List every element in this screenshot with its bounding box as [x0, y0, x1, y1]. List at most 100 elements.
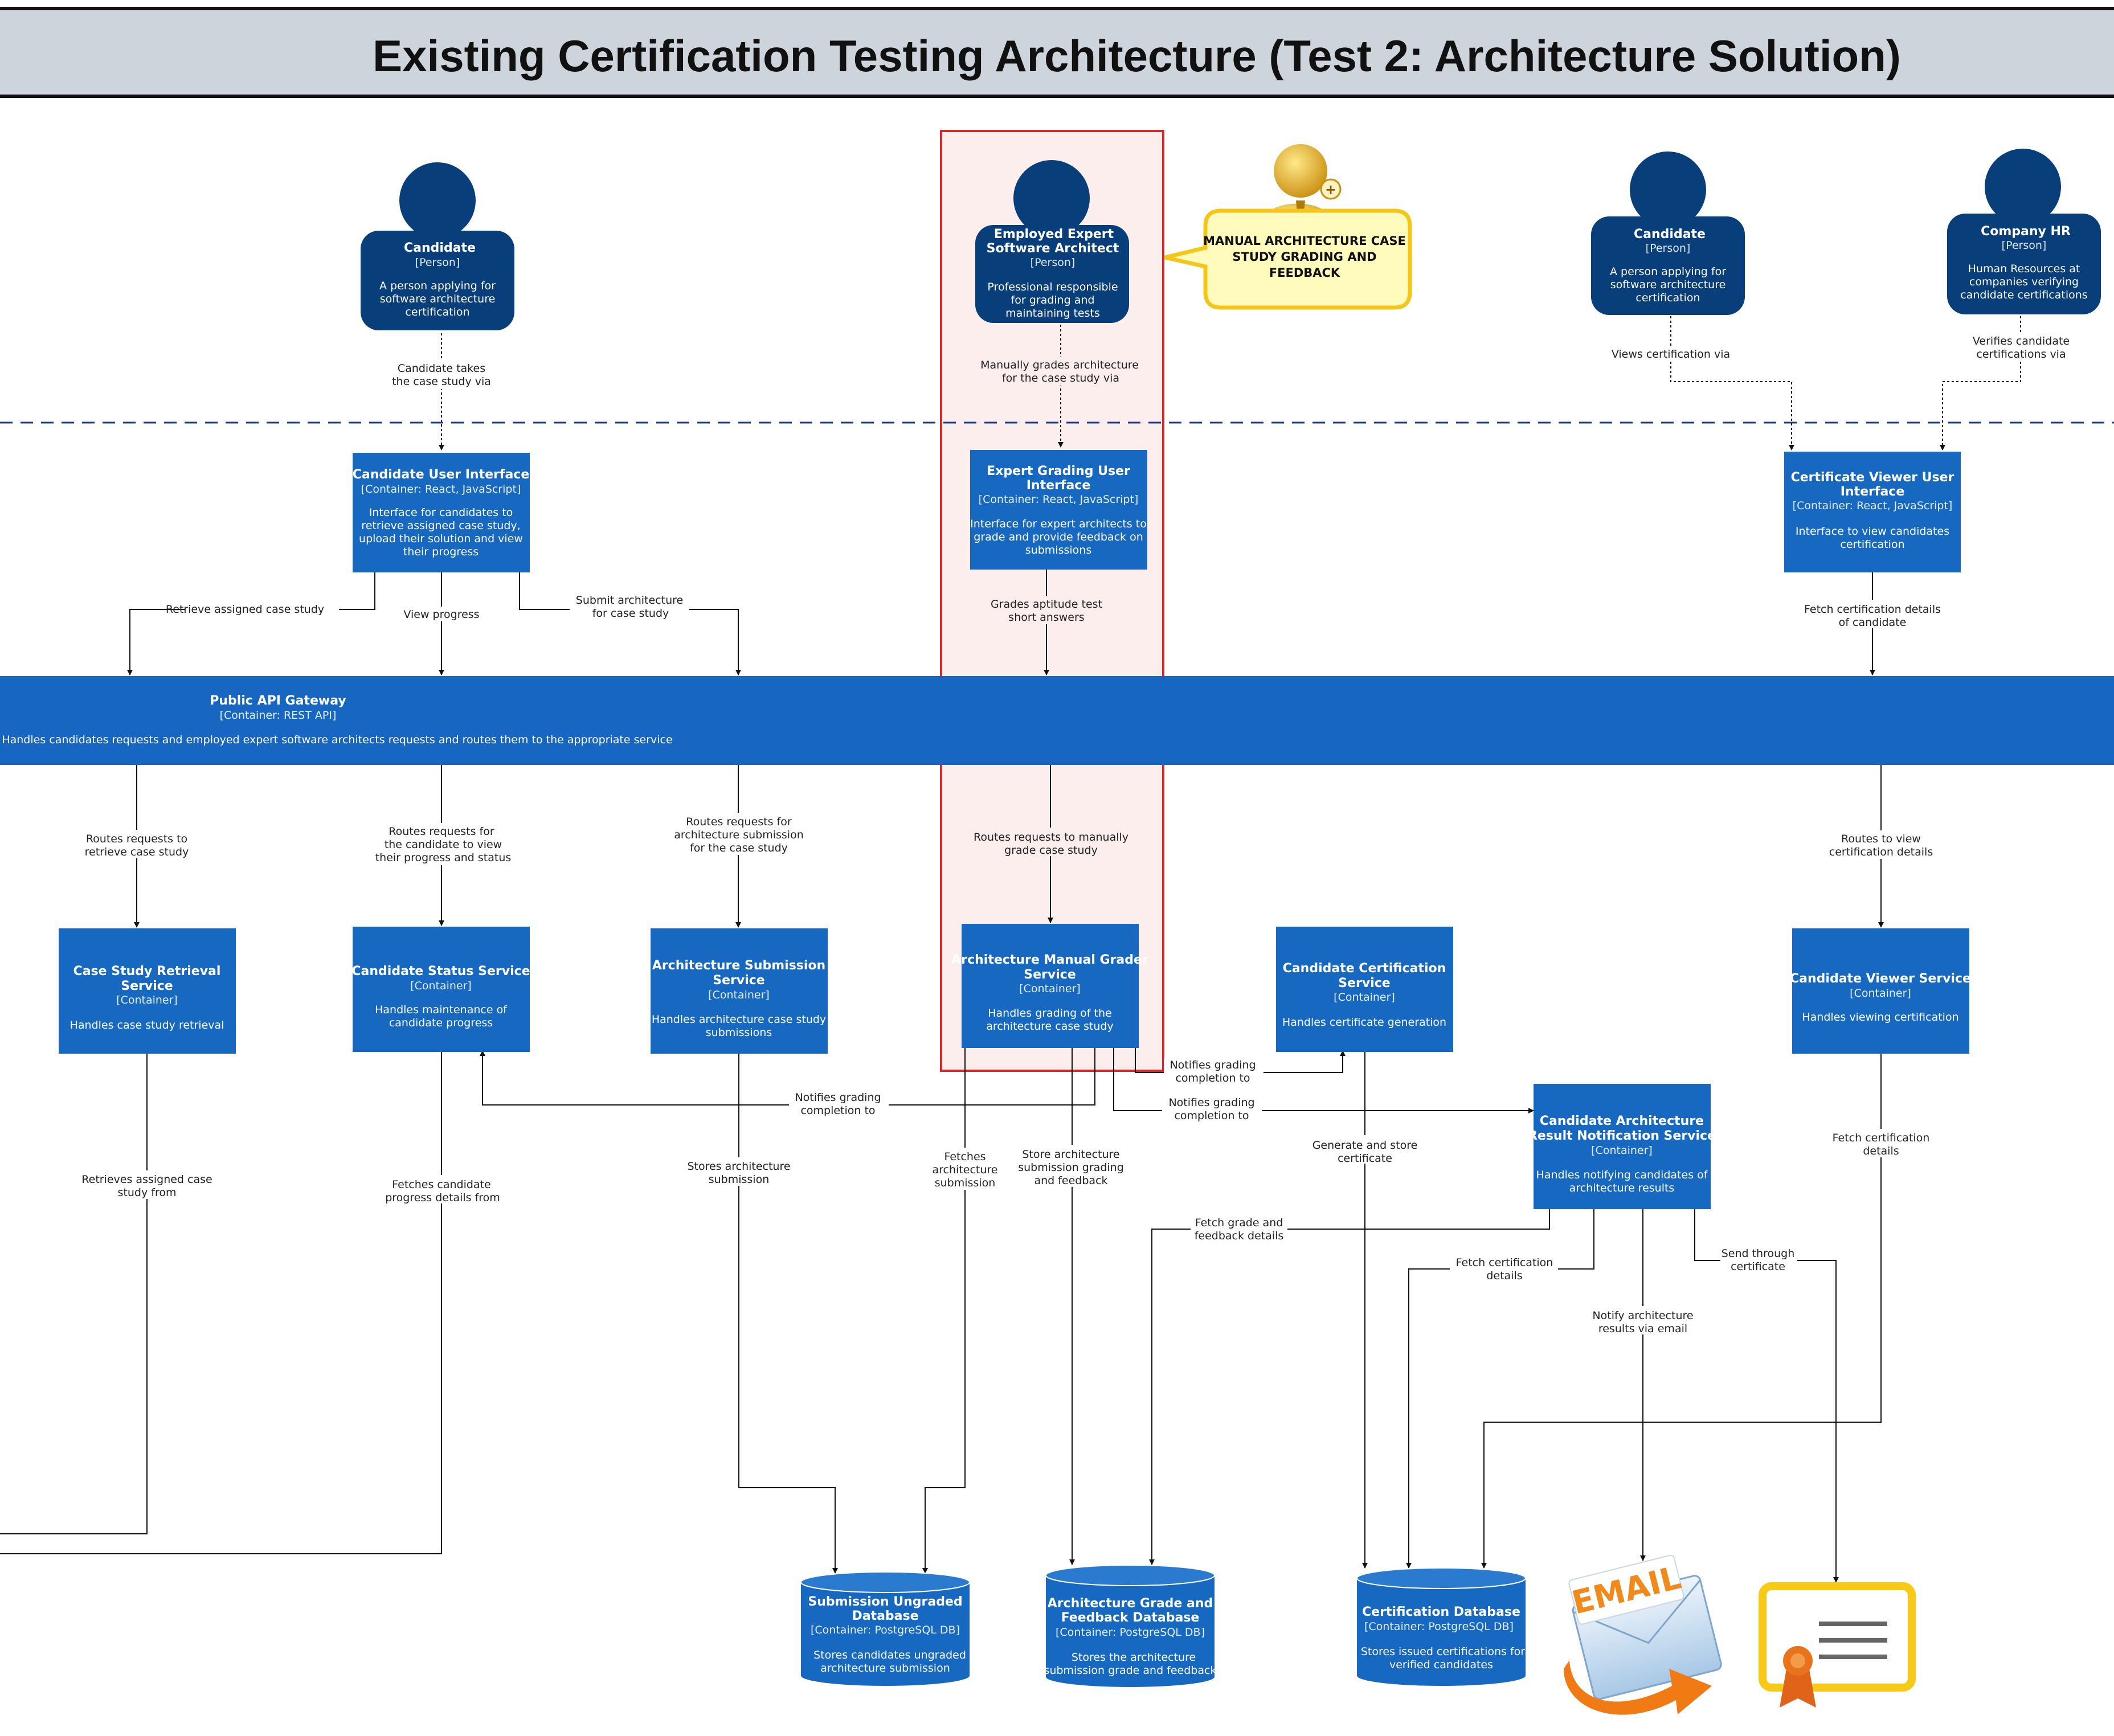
diagram-text: architecture submission — [674, 829, 804, 841]
diagram-text: Interface to view candidates — [1796, 525, 1949, 538]
label-stores-submission: Stores architecture — [687, 1160, 790, 1173]
diagram-text: Stores issued certifications for — [1361, 1645, 1525, 1658]
label-verifies-cert: Verifies candidate — [1973, 335, 2070, 347]
diagram-text: Handles notifying candidates of — [1536, 1169, 1708, 1181]
service-candidate-status: Candidate Status Service [Container] Han… — [351, 927, 530, 1052]
diagram-text: completion to — [1175, 1072, 1250, 1084]
edge-notify-notif — [1113, 1048, 1534, 1113]
db-grade-feedback: Architecture Grade and Feedback Database… — [1044, 1565, 1217, 1687]
diagram-text: for grading and — [1011, 294, 1095, 306]
diagram-text: the case study via — [392, 375, 491, 388]
service-result-notification: Candidate Architecture Result Notificati… — [1528, 1084, 1716, 1209]
service-case-study-retrieval: Case Study Retrieval Service [Container]… — [59, 928, 236, 1054]
diagram-text: study from — [118, 1186, 177, 1199]
diagram-text: Handles candidates requests and employed… — [2, 734, 672, 746]
diagram-text: [Container: React, JavaScript] — [1793, 499, 1953, 512]
diagram-text: Interface for candidates to — [369, 506, 513, 519]
label-routes-retrieve: Routes requests to — [86, 833, 187, 845]
diagram-text: Candidate User Interface — [353, 468, 530, 482]
container-certificate-viewer-ui: Certificate Viewer User Interface [Conta… — [1784, 452, 1961, 572]
label-grades-aptitude: Grades aptitude test — [991, 598, 1102, 611]
diagram-text: maintaining tests — [1005, 307, 1100, 320]
label-routes-progress: Routes requests for — [389, 825, 494, 838]
diagram-text: [Person] — [1646, 242, 1691, 255]
diagram-text: for case study — [592, 607, 669, 620]
person-company-hr: Company HR [Person] Human Resources at c… — [1947, 149, 2101, 314]
edge-ui-submit — [519, 572, 741, 675]
diagram-text: Interface for expert architects to — [970, 518, 1147, 530]
diagram-text: Service — [121, 979, 173, 993]
diagram-text: [Container] — [1334, 991, 1395, 1004]
diagram-text: for the case study — [690, 842, 788, 854]
diagram-text: details — [1486, 1270, 1522, 1282]
diagram-text: Handles maintenance of — [375, 1004, 508, 1016]
diagram-text: [Container: PostgreSQL DB] — [1056, 1626, 1205, 1639]
diagram-text: [Container] — [116, 994, 178, 1006]
label-fetches-submission: Fetches — [944, 1150, 986, 1163]
diagram-text: candidate certifications — [1960, 289, 2087, 301]
diagram-text: retrieve assigned case study, — [361, 519, 520, 532]
edge-viewer-fetch — [1481, 1054, 1882, 1569]
diagram-text: Service — [1024, 968, 1076, 982]
diagram-text: Stores the architecture — [1072, 1651, 1196, 1664]
diagram-text: [Container] — [1019, 982, 1081, 995]
edge-labels: Candidate takes the case study via Manua… — [80, 333, 2079, 1335]
edge-retrieval-out — [0, 1054, 148, 1534]
diagram-text: [Container] — [1591, 1144, 1653, 1157]
diagram-text: retrieve case study — [85, 846, 189, 858]
diagram-text: Architecture Manual Grader — [951, 953, 1148, 967]
diagram-text: Professional responsible — [987, 281, 1118, 293]
diagram-text: their progress and status — [375, 851, 512, 864]
diagram-text: [Container] — [708, 989, 770, 1001]
service-architecture-submission: Architecture Submission Service [Contain… — [651, 928, 828, 1054]
manual-grading-callout: MANUAL ARCHITECTURE CASE STUDY GRADING A… — [1164, 208, 1412, 310]
edge-ui-retrieve — [127, 572, 375, 675]
edge-status-out — [0, 1052, 442, 1554]
diagram-text: submissions — [1025, 544, 1091, 556]
person-candidate-2: Candidate [Person] A person applying for… — [1591, 152, 1745, 315]
diagram-text: STUDY GRADING AND — [1232, 250, 1376, 264]
diagram-text: Candidate Viewer Service — [1790, 972, 1971, 986]
diagram-text: Service — [713, 973, 764, 988]
label-fetch-cert-details-candidate: Fetch certification details — [1804, 603, 1941, 616]
label-send-cert: Send through — [1722, 1247, 1795, 1260]
edge-manual-fetch — [922, 1048, 966, 1574]
label-views-cert: Views certification via — [1612, 348, 1730, 361]
diagram-text: Submission Ungraded — [808, 1595, 962, 1609]
diagram-text: architecture submission — [820, 1662, 950, 1674]
diagram-text: grade and provide feedback on — [974, 531, 1143, 543]
diagram-text: grade case study — [1004, 844, 1098, 857]
diagram-text: [Container: REST API] — [220, 709, 337, 722]
diagram-text: [Person] — [2002, 239, 2047, 252]
label-fetch-grade-feedback: Fetch grade and — [1195, 1217, 1283, 1229]
diagram-text: Database — [852, 1609, 918, 1623]
diagram-text: Handles grading of the — [988, 1007, 1111, 1020]
certificate-icon — [1759, 1582, 1916, 1708]
diagram-text: Handles architecture case study — [652, 1013, 826, 1026]
diagram-text: Software Architect — [987, 241, 1119, 256]
person-expert-architect: Employed Expert Software Architect [Pers… — [975, 160, 1129, 323]
diagram-text: Candidate — [404, 241, 476, 255]
label-submit-architecture: Submit architecture — [576, 594, 683, 607]
diagram-text: feedback details — [1195, 1230, 1284, 1242]
diagram-text: Company HR — [1981, 224, 2071, 239]
diagram-text: software architecture — [1610, 279, 1726, 291]
label-fetch-cert-viewer: Fetch certification — [1833, 1132, 1930, 1144]
service-candidate-certification: Candidate Certification Service [Contain… — [1276, 927, 1453, 1052]
diagram-text: Handles certificate generation — [1282, 1016, 1446, 1029]
diagram-text: [Container] — [1850, 987, 1911, 1000]
diagram-text: short answers — [1008, 611, 1084, 624]
diagram-text: certificate — [1731, 1260, 1785, 1273]
edge-submission-store — [738, 1054, 838, 1574]
diagram-text: candidate progress — [389, 1017, 493, 1029]
diagram-text: submission — [709, 1173, 770, 1186]
diagram-text: [Person] — [415, 256, 460, 269]
label-takes-case-study: Candidate takes — [398, 362, 485, 375]
diagram-text: certificate — [1338, 1152, 1392, 1165]
diagram-text: Public API Gateway — [210, 694, 346, 708]
diagram-text: Case Study Retrieval — [73, 964, 221, 978]
diagram-text: FEEDBACK — [1269, 266, 1340, 280]
diagram-text: submission grade and feedback — [1044, 1664, 1217, 1677]
label-routes-view-cert: Routes to view — [1841, 833, 1921, 845]
